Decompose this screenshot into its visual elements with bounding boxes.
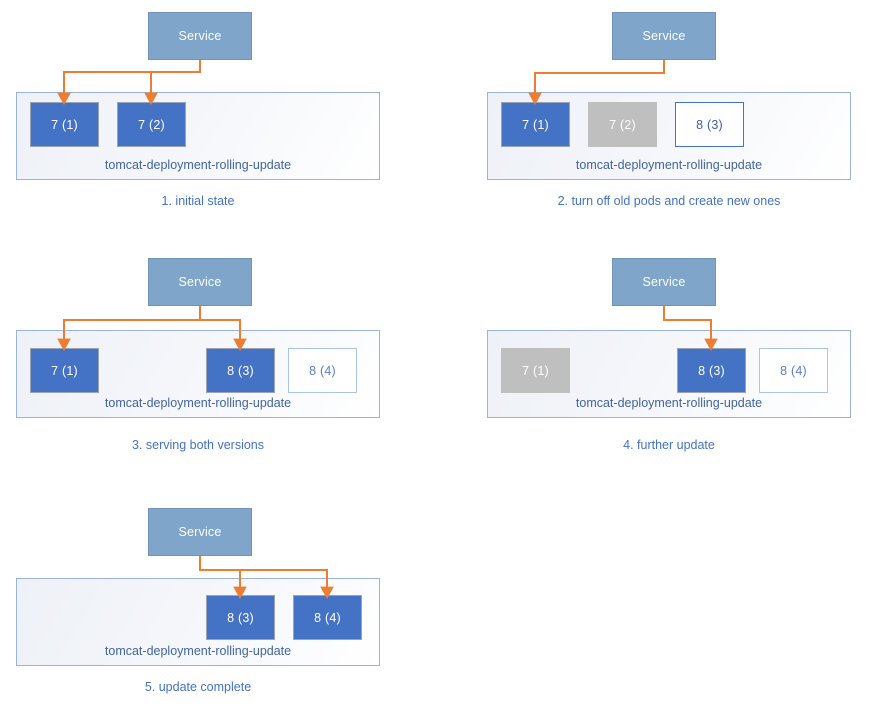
connector-panel-1 bbox=[57, 60, 201, 105]
pod-label: 8 (4) bbox=[309, 363, 336, 378]
connector-panel-2 bbox=[528, 60, 665, 105]
pod-label: 8 (3) bbox=[698, 363, 725, 378]
pod-7-1[interactable]: 7 (1) bbox=[501, 348, 570, 393]
pod-8-4[interactable]: 8 (4) bbox=[293, 595, 362, 640]
deployment-label: tomcat-deployment-rolling-update bbox=[104, 158, 292, 172]
pod-label: 7 (2) bbox=[138, 117, 165, 132]
pod-8-3[interactable]: 8 (3) bbox=[677, 348, 746, 393]
service-box[interactable]: Service bbox=[148, 258, 252, 306]
pod-7-2[interactable]: 7 (2) bbox=[117, 102, 186, 147]
deployment-label: tomcat-deployment-rolling-update bbox=[575, 158, 763, 172]
deployment-label: tomcat-deployment-rolling-update bbox=[104, 644, 292, 658]
service-box[interactable]: Service bbox=[612, 258, 716, 306]
service-label: Service bbox=[178, 29, 222, 43]
panel-3-caption: 3. serving both versions bbox=[131, 438, 264, 452]
pod-label: 7 (2) bbox=[609, 117, 636, 132]
deployment-label: tomcat-deployment-rolling-update bbox=[575, 396, 763, 410]
panel-5-caption: 5. update complete bbox=[144, 680, 252, 694]
pod-label: 7 (1) bbox=[522, 117, 549, 132]
service-label: Service bbox=[178, 275, 222, 289]
panel-2-caption: 2. turn off old pods and create new ones bbox=[557, 194, 781, 208]
pod-label: 7 (1) bbox=[51, 117, 78, 132]
pod-8-4[interactable]: 8 (4) bbox=[288, 348, 357, 393]
pod-7-1[interactable]: 7 (1) bbox=[30, 348, 99, 393]
service-label: Service bbox=[642, 275, 686, 289]
service-label: Service bbox=[178, 525, 222, 539]
pod-label: 8 (3) bbox=[227, 363, 254, 378]
service-box[interactable]: Service bbox=[148, 508, 252, 556]
pod-7-2[interactable]: 7 (2) bbox=[588, 102, 657, 147]
pod-label: 8 (4) bbox=[780, 363, 807, 378]
pod-8-4[interactable]: 8 (4) bbox=[759, 348, 828, 393]
deployment-label: tomcat-deployment-rolling-update bbox=[104, 396, 292, 410]
pod-7-1[interactable]: 7 (1) bbox=[30, 102, 99, 147]
pod-label: 8 (3) bbox=[227, 610, 254, 625]
pod-7-1[interactable]: 7 (1) bbox=[501, 102, 570, 147]
panel-4-caption: 4. further update bbox=[623, 438, 715, 452]
pod-label: 7 (1) bbox=[51, 363, 78, 378]
panel-1-caption: 1. initial state bbox=[161, 194, 235, 208]
pod-label: 8 (4) bbox=[314, 610, 341, 625]
pod-label: 7 (1) bbox=[522, 363, 549, 378]
service-label: Service bbox=[642, 29, 686, 43]
pod-8-3[interactable]: 8 (3) bbox=[206, 595, 275, 640]
service-box[interactable]: Service bbox=[612, 12, 716, 60]
pod-label: 8 (3) bbox=[696, 117, 723, 132]
service-box[interactable]: Service bbox=[148, 12, 252, 60]
pod-8-3[interactable]: 8 (3) bbox=[206, 348, 275, 393]
pod-8-3[interactable]: 8 (3) bbox=[675, 102, 744, 147]
